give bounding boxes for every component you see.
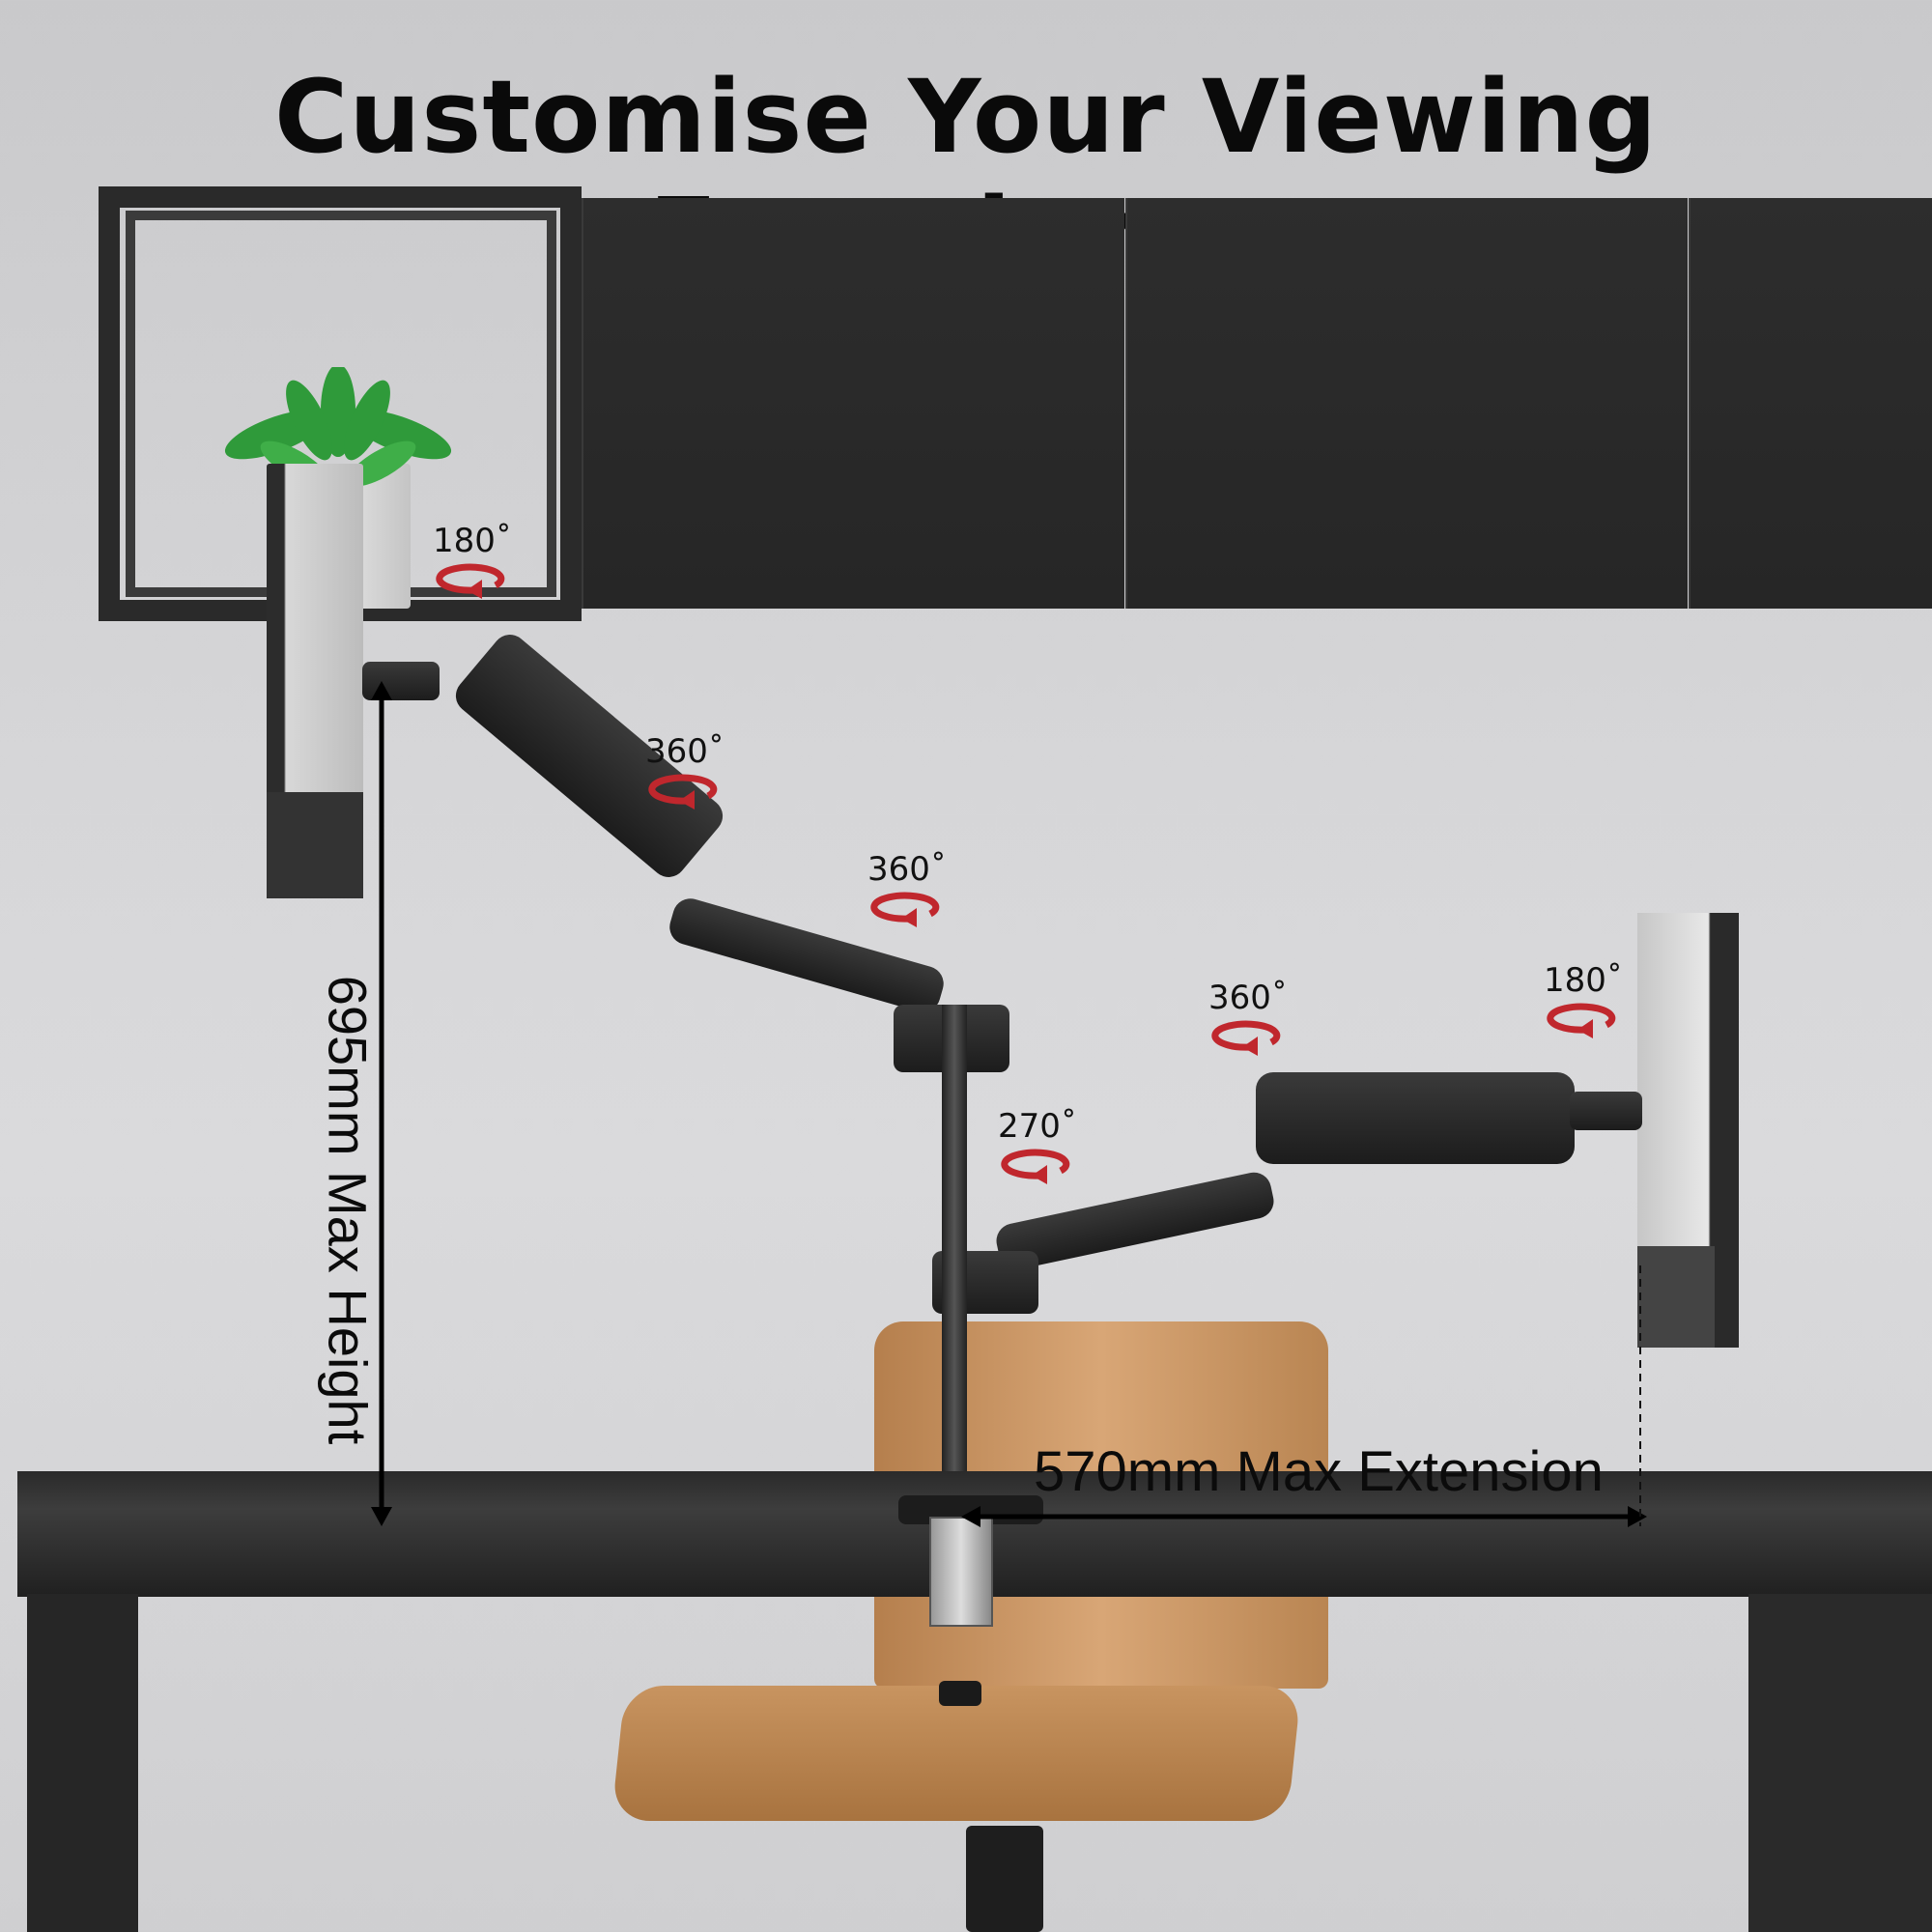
rotate-arrow-icon	[648, 774, 718, 810]
clamp-knob	[939, 1681, 981, 1706]
right-vesa-joint	[1570, 1092, 1642, 1130]
open-shelf-frame	[99, 186, 582, 621]
height-dimension-label: 695mm Max Height	[317, 975, 379, 1445]
height-dimension-arrow	[371, 681, 392, 1526]
rotation-degree: 270˚	[998, 1107, 1077, 1146]
rotation-degree: 180˚	[1544, 961, 1623, 1000]
wall-cabinet-3	[1689, 198, 1932, 609]
right-monitor-bezel	[1637, 1246, 1715, 1348]
mount-pole	[942, 1005, 967, 1497]
extension-dashed-guide	[1639, 1265, 1641, 1526]
rotate-arrow-icon	[1211, 1020, 1281, 1056]
desk-leg-right	[1748, 1594, 1932, 1932]
wall-cabinet-1	[582, 198, 1124, 609]
desk-clamp	[929, 1517, 993, 1627]
rotate-arrow-icon	[870, 892, 940, 927]
extension-dimension-arrow	[961, 1506, 1647, 1527]
rotation-degree: 360˚	[867, 850, 947, 889]
rotate-arrow-icon	[436, 563, 505, 599]
right-arm-gas-spring	[1256, 1072, 1575, 1164]
rotation-label-left-monitor: 180˚	[433, 522, 512, 599]
rotation-label-elbow: 360˚	[867, 850, 947, 927]
rotation-label-upper-arm: 360˚	[645, 732, 724, 810]
desk-leg-left	[27, 1594, 138, 1932]
chair-seat	[611, 1686, 1302, 1821]
chair-base	[966, 1826, 1043, 1932]
rotate-arrow-icon	[1001, 1149, 1070, 1184]
rotation-label-pole: 270˚	[998, 1107, 1077, 1184]
wall-cabinet-2	[1125, 198, 1688, 609]
left-monitor-bezel	[267, 792, 363, 898]
rotation-degree: 180˚	[433, 522, 512, 560]
rotate-arrow-icon	[1547, 1003, 1616, 1038]
rotation-label-right-monitor: 180˚	[1544, 961, 1623, 1038]
rotation-degree: 360˚	[645, 732, 724, 771]
rotation-label-right-arm: 360˚	[1208, 979, 1288, 1056]
rotation-degree: 360˚	[1208, 979, 1288, 1017]
extension-dimension-label: 570mm Max Extension	[1034, 1440, 1604, 1503]
